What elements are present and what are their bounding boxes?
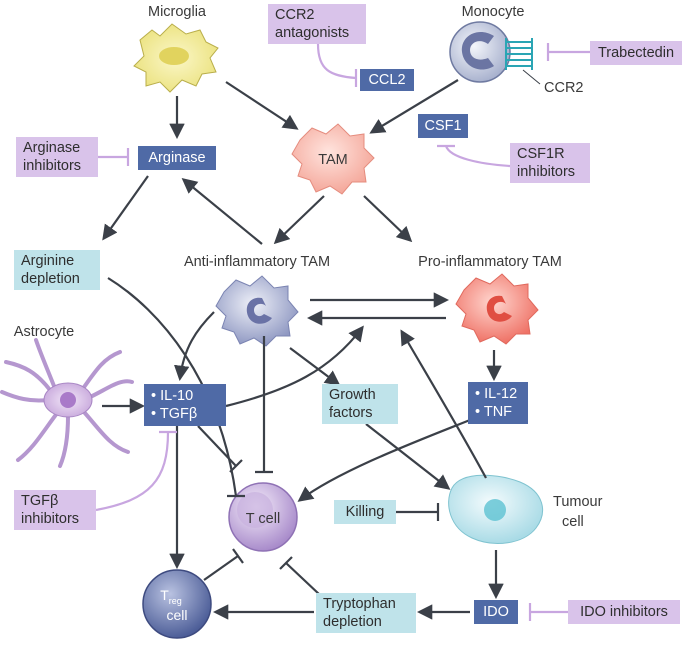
ccr2-antagonists-box: CCR2 antagonists [268, 4, 366, 44]
tnf-text: • TNF [475, 404, 513, 420]
tgfb-text: • TGFβ [151, 406, 198, 422]
astrocyte-label: Astrocyte [14, 324, 74, 340]
activation-arrows [102, 79, 504, 620]
pro-inflammatory-tam-label: Pro-inflammatory TAM [418, 254, 562, 270]
il12-tnf-box: • IL-12 • TNF [468, 382, 528, 424]
killing-text: Killing [345, 504, 385, 520]
ido-text: IDO [483, 604, 509, 620]
tumour-label-line2: cell [562, 514, 584, 530]
monocyte-cell [449, 21, 511, 83]
tam-label: TAM [318, 152, 348, 168]
treg-cell [142, 569, 212, 639]
il12-text: • IL-12 [475, 386, 518, 402]
drug-inhibition-lines [95, 43, 590, 621]
csf1-box: CSF1 [418, 114, 468, 138]
ccr2-antagonists-line2: antagonists [275, 25, 350, 41]
ccr2-receptor [505, 38, 533, 70]
microglia-cell [133, 23, 219, 93]
ccr2-label: CCR2 [544, 80, 583, 96]
tgfb-inhibitors-line2: inhibitors [21, 511, 80, 527]
t-cell [228, 482, 298, 552]
arginase-inhibitors-line2: inhibitors [23, 158, 82, 174]
microglia-label: Microglia [148, 4, 207, 20]
trabectedin-text: Trabectedin [597, 45, 675, 61]
arginine-depletion-box: Arginine depletion [14, 250, 100, 290]
csf1r-inhibitors-line1: CSF1R [517, 146, 565, 162]
trabectedin-box: Trabectedin [590, 41, 682, 65]
ido-inhibitors-box: IDO inhibitors [568, 600, 680, 624]
monocyte-label: Monocyte [462, 4, 525, 20]
tumour-cell [448, 474, 544, 544]
tryptophan-depletion-box: Tryptophan depletion [316, 593, 416, 633]
il10-tgfb-box: • IL-10 • TGFβ [144, 384, 226, 426]
ccl2-text: CCL2 [368, 72, 406, 88]
growth-factors-box: Growth factors [322, 384, 398, 424]
ccl2-box: CCL2 [360, 69, 414, 91]
tgfb-inhibitors-line1: TGFβ [21, 493, 59, 509]
csf1r-inhibitors-line2: inhibitors [517, 164, 576, 180]
astrocyte-nucleus [60, 392, 76, 408]
arginase-text: Arginase [148, 150, 206, 166]
treg-label: Treg [160, 587, 182, 606]
tryptophan-depletion-line1: Tryptophan [323, 596, 396, 612]
ido-box: IDO [474, 600, 518, 624]
anti-inflammatory-tam-label: Anti-inflammatory TAM [184, 254, 330, 270]
arginase-box: Arginase [138, 146, 216, 170]
growth-factors-line2: factors [329, 405, 373, 421]
anti-inflammatory-tam-cell [215, 275, 299, 347]
tgfb-inhibitors-box: TGFβ inhibitors [14, 490, 96, 530]
csf1r-inhibitors-box: CSF1R inhibitors [510, 143, 590, 183]
arginase-inhibitors-line1: Arginase [23, 140, 81, 156]
tryptophan-depletion-line2: depletion [323, 614, 382, 630]
csf1-text: CSF1 [424, 118, 462, 134]
arginine-depletion-line1: Arginine [21, 253, 75, 269]
tumour-label-line1: Tumour [553, 494, 603, 510]
t-cell-label: T cell [246, 511, 280, 527]
il10-text: • IL-10 [151, 388, 194, 404]
killing-box: Killing [334, 500, 396, 524]
ccr2-antagonists-line1: CCR2 [275, 7, 315, 23]
pro-inflammatory-tam-cell [455, 273, 539, 345]
arginine-depletion-line2: depletion [21, 271, 80, 287]
ido-inhibitors-text: IDO inhibitors [580, 604, 668, 620]
inhibition-lines [107, 277, 440, 596]
tam-cell [291, 123, 375, 195]
treg-cell-word: cell [166, 607, 187, 623]
arginase-inhibitors-box: Arginase inhibitors [16, 137, 98, 177]
growth-factors-line1: Growth [329, 387, 376, 403]
